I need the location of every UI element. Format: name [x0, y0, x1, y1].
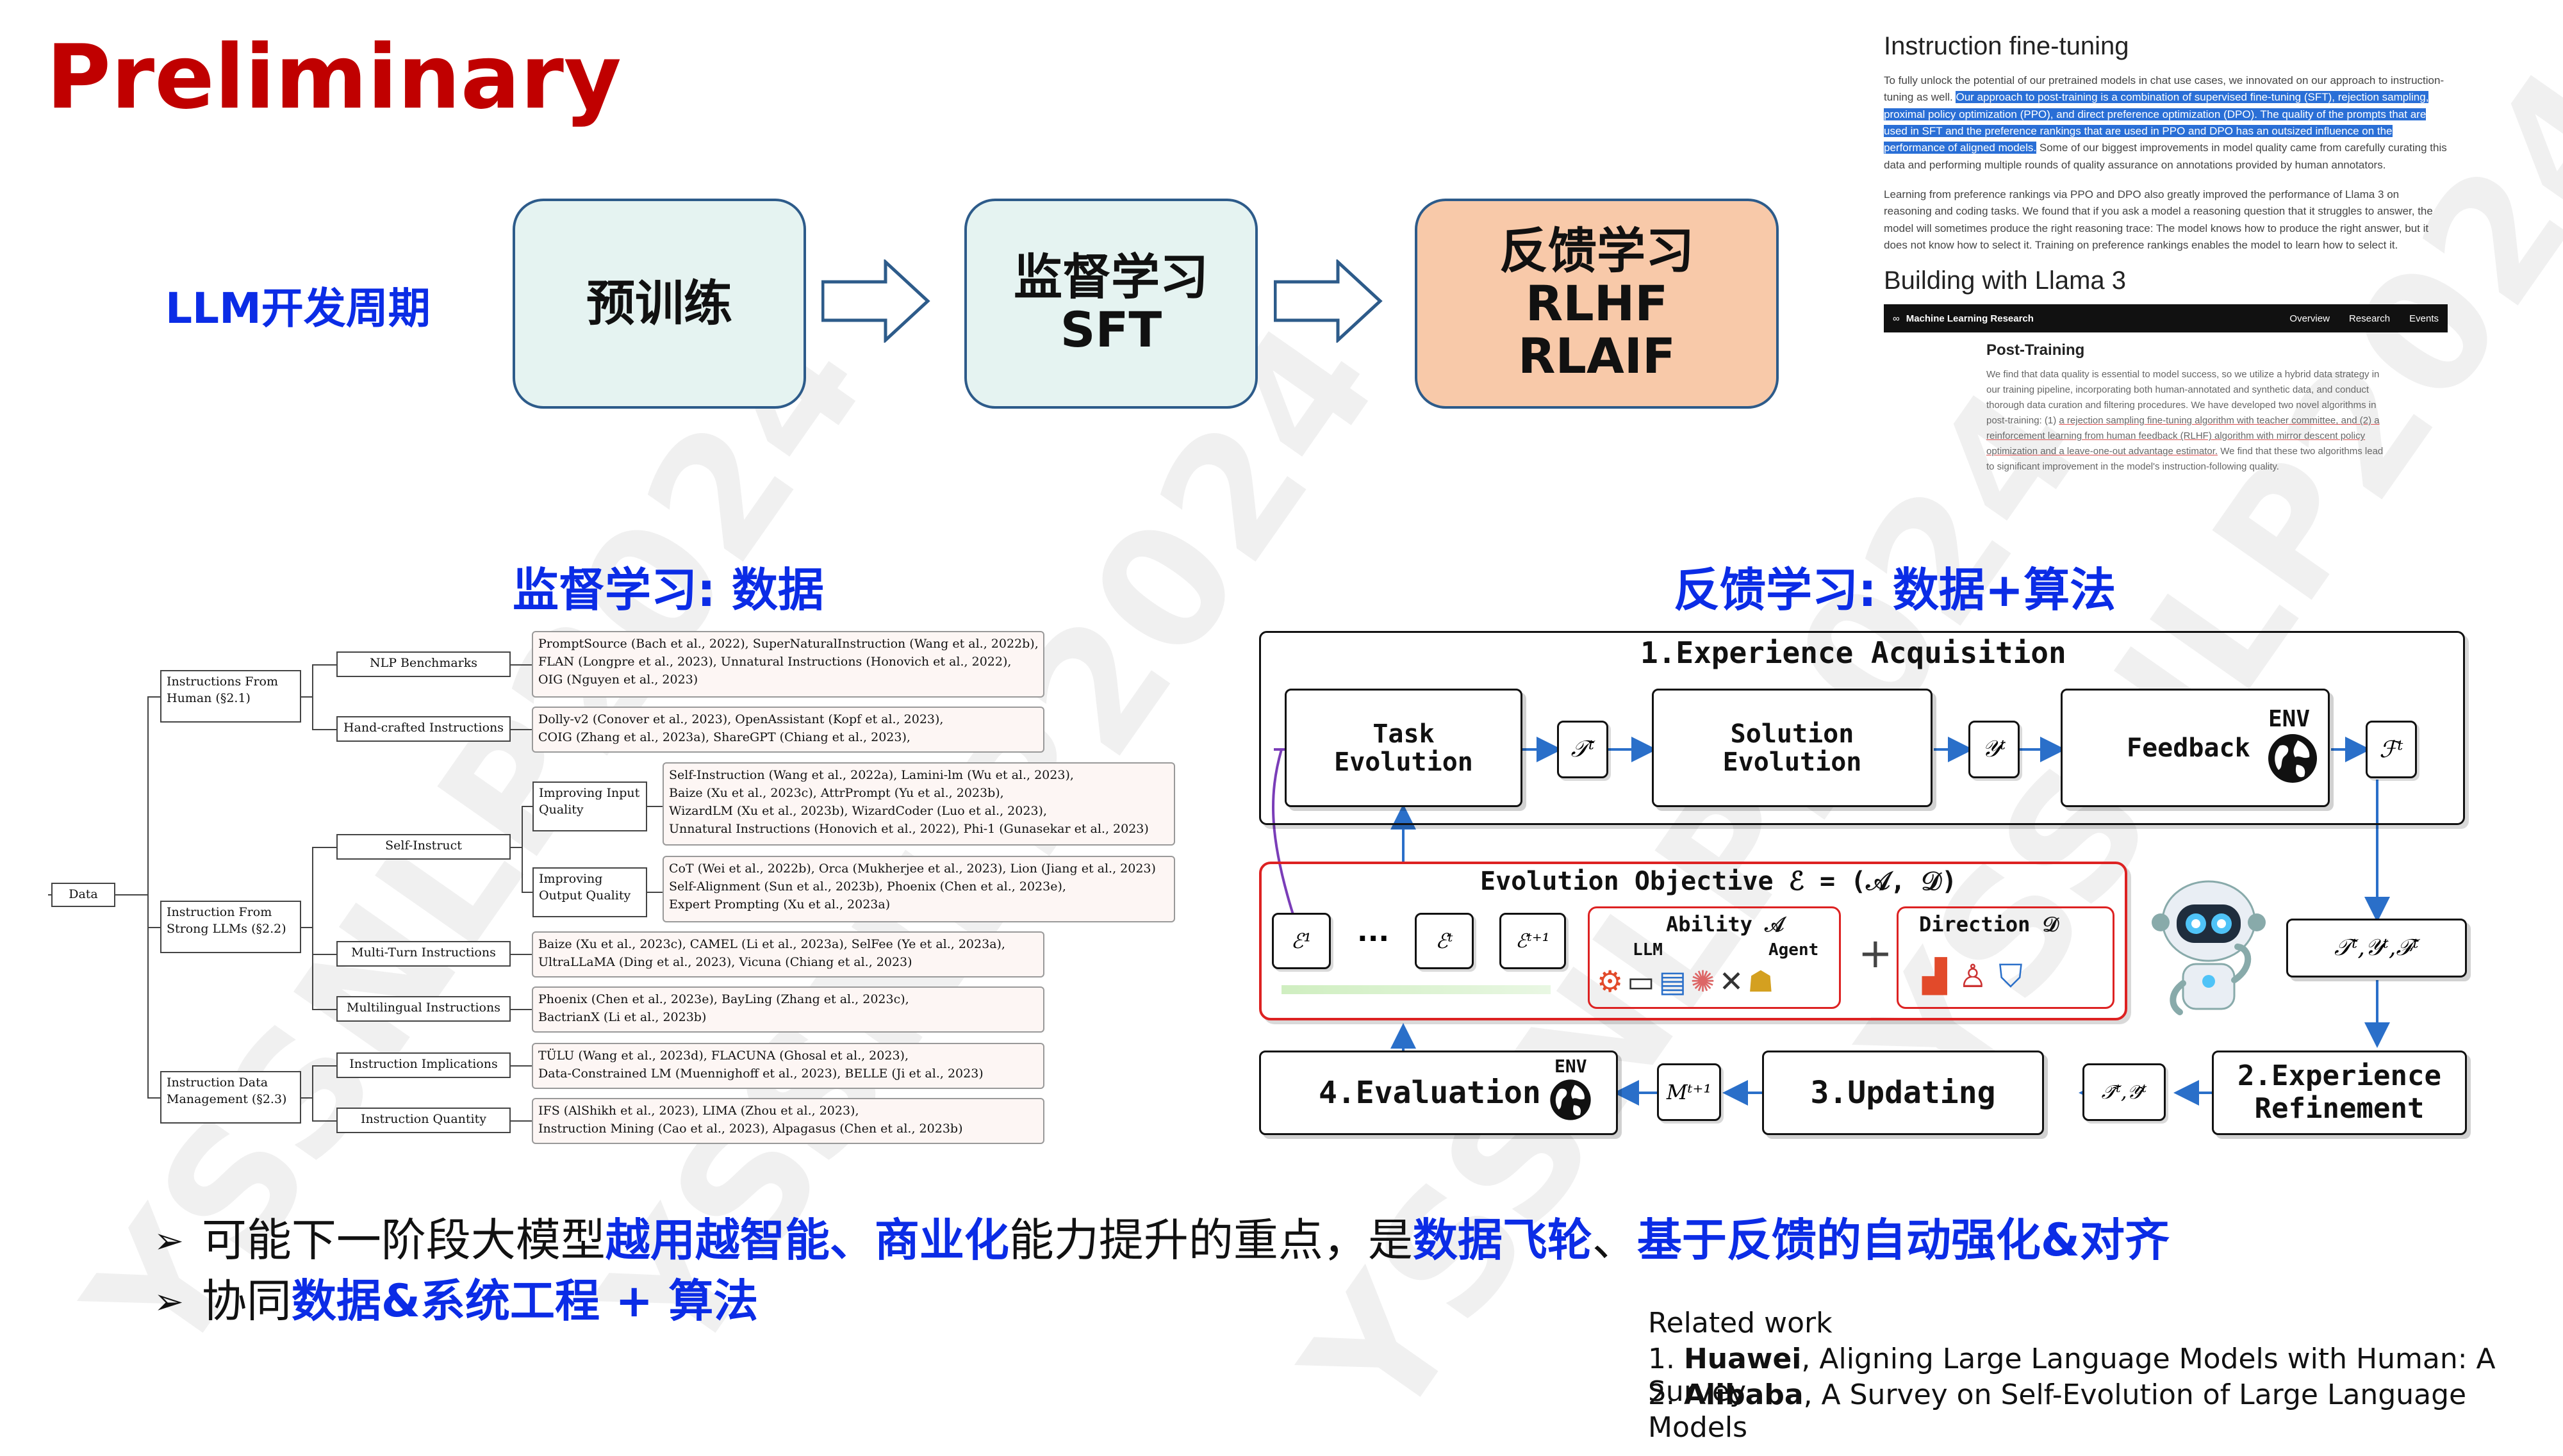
tree-references: IFS (AlShikh et al., 2023), LIMA (Zhou e… [532, 1098, 1044, 1144]
ability-box [1588, 906, 1841, 1009]
left-section-title: 监督学习: 数据 [513, 563, 824, 617]
tree-node: Multi-Turn Instructions [336, 941, 511, 967]
document-icon: ▤ [1658, 964, 1691, 999]
tree-node: Hand-crafted Instructions [336, 716, 511, 742]
tree-references: Baize (Xu et al., 2023c), CAMEL (Li et a… [532, 931, 1044, 977]
symbol-Et: ℰᵗ [1415, 913, 1474, 969]
stage-line: RLAIF [1518, 327, 1676, 385]
env-label: ENV [2268, 706, 2311, 732]
monitor-icon: ▭ [1627, 964, 1659, 999]
cycle-label: LLM开发周期 [165, 284, 431, 333]
arrow-bullet-icon: ➢ [154, 1281, 184, 1323]
robot-icon [2152, 880, 2266, 1015]
gear-brain-icon: ⚙ [1597, 964, 1628, 999]
updating-box: 3.Updating [1762, 1051, 2044, 1135]
direction-icons: ▟♙⛉ [1922, 958, 2034, 995]
stage-sft: 监督学习 SFT [964, 199, 1258, 409]
tools-icon: ✕ [1718, 964, 1748, 999]
ellipsis: ··· [1357, 922, 1390, 955]
post-training-title: Post-Training [1986, 341, 2085, 359]
stage-line: 监督学习 [1014, 248, 1208, 306]
phase1-title: 1.Experience Acquisition [1640, 635, 2066, 670]
tree-node: NLP Benchmarks [336, 651, 511, 677]
arrow-right-icon [1274, 259, 1383, 343]
ability-title: Ability 𝒜 [1666, 912, 1784, 937]
research-nav-bar: ∞ Machine Learning Research Overview Res… [1884, 304, 2448, 333]
arrow-right-icon [821, 259, 930, 343]
experience-acquisition-panel [1259, 631, 2465, 825]
stage-pretraining: 预训练 [513, 199, 806, 409]
tree-node: Instruction Data Management (§2.3) [160, 1071, 301, 1124]
evolution-objective-title: Evolution Objective ℰ = (𝒜, 𝒟) [1480, 867, 1957, 896]
excerpt-heading: Building with Llama 3 [1884, 266, 2126, 295]
nav-link[interactable]: Research [2348, 313, 2391, 324]
tree-references: CoT (Wei et al., 2022b), Orca (Mukherjee… [663, 856, 1175, 922]
post-training-text: We find that data quality is essential t… [1986, 369, 2384, 473]
symbol-M: Mᵗ⁺¹ [1657, 1063, 1721, 1121]
globe-icon [1550, 1079, 1591, 1120]
ability-icons: ⚙▭▤✺✕☗ [1597, 964, 1778, 999]
arrow-bullet-icon: ➢ [154, 1220, 184, 1262]
tree-node: Instructions From Human (§2.1) [160, 670, 301, 723]
tree-references: Self-Instruction (Wang et al., 2022a), L… [663, 762, 1175, 846]
slide-title: Preliminary [46, 26, 622, 129]
symbol-F: ℱᵗ [2366, 721, 2417, 778]
symbol-Et1: ℰᵗ⁺¹ [1499, 913, 1566, 969]
llama-excerpt: Instruction fine-tuning To fully unlock … [1884, 32, 2448, 538]
tree-references: Phoenix (Chen et al., 2023e), BayLing (Z… [532, 986, 1044, 1033]
excerpt-heading: Instruction fine-tuning [1884, 32, 2129, 60]
related-work-item: 1. Huawei, Aligning Large Language Model… [1648, 1343, 2496, 1408]
symbol-Y: 𝒴ᵗ [1968, 721, 2020, 778]
tree-node: Instruction Implications [336, 1052, 511, 1078]
stage-feedback: 反馈学习 RLHF RLAIF [1415, 199, 1779, 409]
excerpt-paragraph: To fully unlock the potential of our pre… [1884, 74, 2447, 171]
tree-node: Improving Output Quality [532, 867, 647, 917]
tree-root: Data [51, 883, 115, 907]
right-section-title: 反馈学习: 数据+算法 [1674, 563, 2116, 617]
symbol-E1: ℰ¹ [1272, 913, 1331, 969]
symbol-TY: 𝒯̃ᵗ,𝒴̃ᵗ [2082, 1063, 2166, 1121]
bullet-item: ➢可能下一阶段大模型越用越智能、商业化能力提升的重点，是数据飞轮、基于反馈的自动… [154, 1214, 2170, 1266]
agent-label: Agent [1768, 940, 1819, 960]
tree-node: Instruction Quantity [336, 1108, 511, 1133]
globe-icon [2268, 734, 2317, 783]
tree-node: Self-Instruct [336, 834, 511, 860]
nav-link[interactable]: Events [2409, 313, 2439, 324]
plus-sign: + [1858, 930, 1893, 977]
meta-logo-icon: ∞ [1893, 313, 1900, 324]
team-icon: ☗ [1747, 964, 1778, 999]
tree-node: Instruction From Strong LLMs (§2.2) [160, 901, 301, 953]
evolution-objective-panel [1259, 862, 2127, 1020]
env-label: ENV [1554, 1056, 1587, 1077]
stage-line: RLHF [1525, 274, 1669, 332]
bar-growth-icon: ▟ [1922, 958, 1959, 995]
direction-title: Direction 𝒟 [1919, 912, 2059, 937]
triple-symbol-box: 𝒯ᵗ,𝒴ᵗ,ℱᵗ [2286, 919, 2467, 977]
brain-icon: ✺ [1690, 964, 1719, 999]
tree-node: Improving Input Quality [532, 781, 647, 831]
excerpt-paragraph: Learning from preference rankings via PP… [1884, 188, 2433, 252]
stage-line: 预训练 [586, 274, 732, 332]
nav-link[interactable]: Overview [2289, 313, 2330, 324]
tree-references: PromptSource (Bach et al., 2022), SuperN… [532, 631, 1044, 698]
progress-gradient [1282, 985, 1551, 994]
tree-references: Dolly-v2 (Conover et al., 2023), OpenAss… [532, 707, 1044, 753]
related-work-item: 2. Alibaba, A Survey on Self-Evolution o… [1648, 1378, 2467, 1444]
bullet-item: ➢协同数据&系统工程 + 算法 [154, 1275, 759, 1327]
tree-references: TÜLU (Wang et al., 2023d), FLACUNA (Ghos… [532, 1043, 1044, 1089]
person-icon: ♙ [1958, 958, 1999, 995]
stage-line: 反馈学习 [1499, 222, 1694, 279]
direction-box [1897, 906, 2114, 1009]
symbol-T: 𝒯ᵗ [1557, 721, 1608, 778]
stage-line: SFT [1060, 301, 1162, 358]
shield-icon: ⛉ [1998, 958, 2034, 995]
llm-label: LLM [1633, 940, 1663, 960]
tree-node: Multilingual Instructions [336, 996, 511, 1022]
related-work-heading: Related work [1648, 1307, 1833, 1339]
